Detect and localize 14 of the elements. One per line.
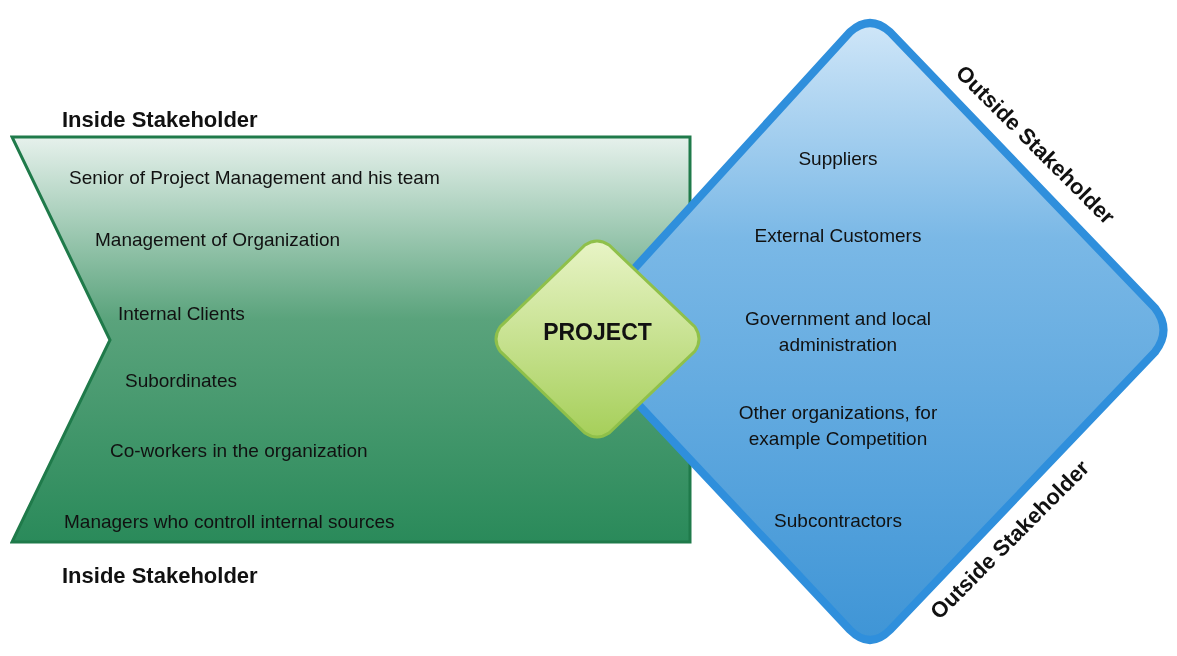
stakeholder-item: Suppliers: [797, 147, 879, 171]
stakeholder-item: Managers who controll internal sources: [64, 511, 395, 533]
stakeholder-item: External Customers: [753, 224, 923, 248]
stakeholder-item: Senior of Project Management and his team: [69, 167, 440, 189]
stakeholder-item: Co-workers in the organization: [110, 440, 368, 462]
stakeholder-heading: Inside Stakeholder: [62, 563, 258, 589]
stakeholder-item: Government and local administration: [744, 307, 932, 357]
stakeholder-item: Management of Organization: [95, 229, 341, 251]
stakeholder-item: Other organizations, for example Competition: [737, 401, 939, 451]
stakeholder-item: Subcontractors: [773, 509, 903, 533]
project-label: PROJECT: [542, 319, 653, 346]
stakeholder-heading: Inside Stakeholder: [62, 107, 258, 133]
stakeholder-item: Internal Clients: [118, 303, 245, 325]
stakeholder-item: Subordinates: [125, 370, 237, 392]
